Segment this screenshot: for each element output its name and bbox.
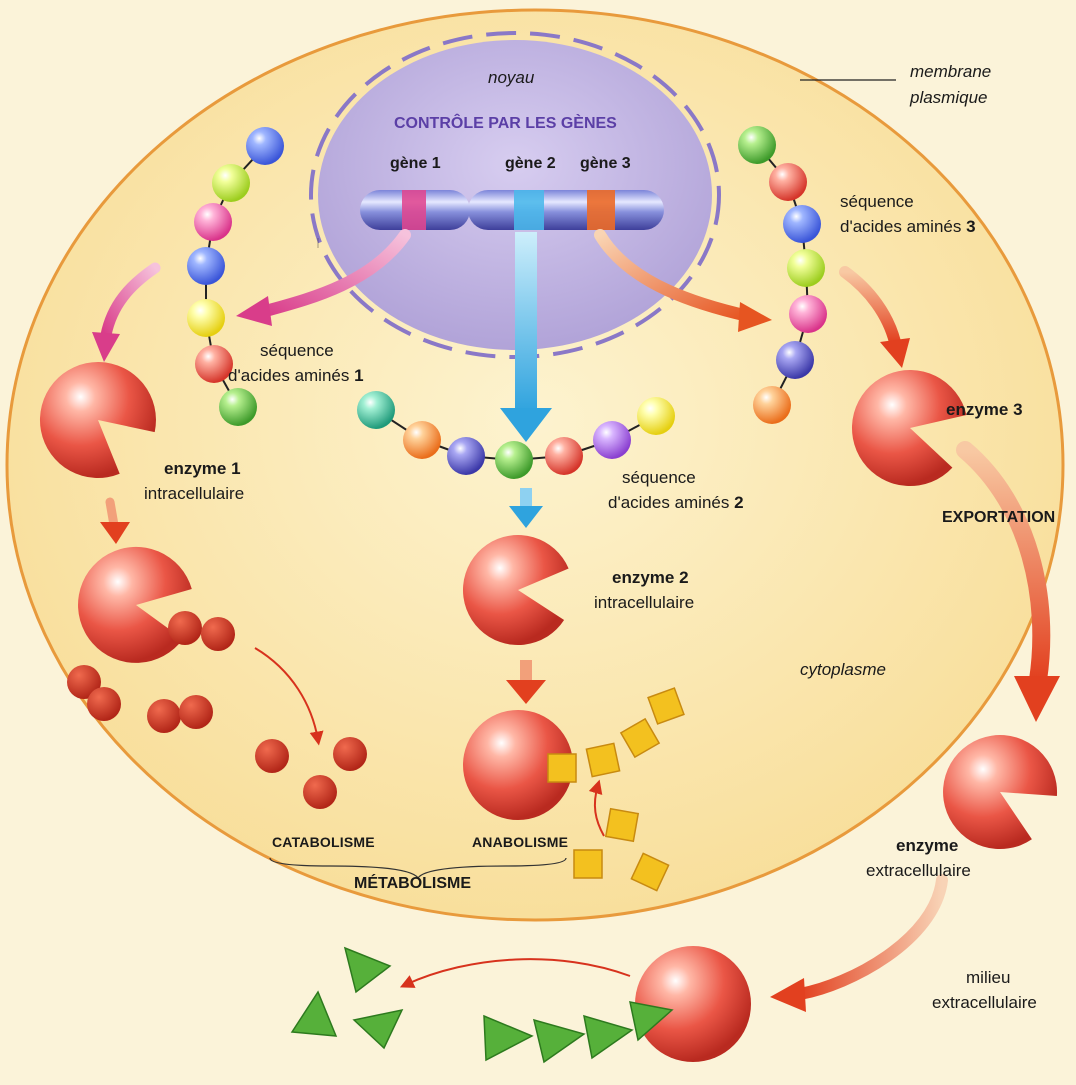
- seq2-number: 2: [734, 493, 744, 512]
- amino-acid-bead: [593, 421, 631, 459]
- enzymes: [39, 362, 1058, 1062]
- amino-acid-bead: [545, 437, 583, 475]
- chain-3: [738, 126, 827, 424]
- extracellular-arrow: [794, 874, 948, 1000]
- enzyme1-type: intracellulaire: [144, 484, 245, 503]
- amino-acid-bead: [357, 391, 395, 429]
- seq3-label-line1: séquence: [840, 192, 914, 211]
- amino-acid-bead: [403, 421, 441, 459]
- amino-acid-bead: [783, 205, 821, 243]
- membrane-label-line1: membrane: [910, 62, 992, 81]
- amino-acid-bead: [789, 295, 827, 333]
- metabolism-brace: [269, 857, 567, 880]
- chromosome: [360, 190, 664, 230]
- enzyme2-down-arrow: [520, 660, 532, 682]
- seq2-to-enzyme2-arrow: [509, 488, 543, 528]
- enzyme2-type: intracellulaire: [594, 593, 695, 612]
- membrane-label-line2: plasmique: [910, 88, 988, 107]
- amino-acid-bead: [495, 441, 533, 479]
- gene-3-arrow: [594, 229, 754, 322]
- enzyme-1: [39, 362, 156, 479]
- catabolism-reaction-arrow: [254, 647, 324, 746]
- nucleus-label: noyau: [488, 68, 535, 87]
- anabolism-substrates: [547, 687, 685, 892]
- enzyme-ext-type: extracellulaire: [866, 861, 971, 880]
- enzyme-2-complex: [463, 710, 573, 820]
- seq2-label-line1: séquence: [622, 468, 696, 487]
- amino-acid-bead: [187, 299, 225, 337]
- amino-acid-bead: [187, 247, 225, 285]
- metabolism-label: MÉTABOLISME: [354, 875, 472, 892]
- catabolism-substrates: [67, 611, 367, 809]
- amino-acid-bead: [212, 164, 250, 202]
- seq3-number: 3: [966, 217, 976, 236]
- chain-2: [357, 391, 675, 479]
- gene-1-label: gène 1: [390, 155, 441, 172]
- enzyme-extracellular: [943, 735, 1058, 850]
- seq1-label-line2: d'acides aminés 1: [228, 366, 364, 385]
- gene-control-title: CONTRÔLE PAR LES GÈNES: [394, 115, 617, 132]
- amino-acid-bead: [769, 163, 807, 201]
- amino-acid-bead: [776, 341, 814, 379]
- gene-3-band: [587, 190, 615, 230]
- enzyme-2: [462, 535, 569, 646]
- amino-acid-bead: [787, 249, 825, 287]
- amino-acid-bead: [753, 386, 791, 424]
- enzyme-3: [851, 370, 967, 487]
- amino-acid-bead: [219, 388, 257, 426]
- extracellular-medium-line2: extracellulaire: [932, 993, 1037, 1012]
- seq1-number: 1: [354, 366, 364, 385]
- extracellular-medium-line1: milieu: [966, 968, 1011, 987]
- catabolism-label: CATABOLISME: [272, 834, 375, 850]
- exportation-arrow: [956, 441, 1051, 689]
- enzyme1-down-arrow: [105, 497, 119, 530]
- exportation-label: EXPORTATION: [942, 509, 1056, 526]
- extracellular-reaction-arrow: [399, 958, 631, 988]
- seq2-label-line2: d'acides aminés 2: [608, 493, 744, 512]
- amino-acid-chains: [187, 126, 827, 479]
- cytoplasm-label: cytoplasme: [800, 660, 886, 679]
- gene-1-arrow: [256, 229, 411, 318]
- amino-acid-bead: [194, 203, 232, 241]
- enzyme2-name: enzyme 2: [612, 568, 689, 587]
- seq3-to-enzyme3-arrow: [839, 266, 901, 348]
- enzyme-extracellular-complex: [635, 946, 751, 1062]
- seq3-label-line2: d'acides aminés 3: [840, 217, 976, 236]
- chain-1: [187, 127, 284, 426]
- extracellular-substrates: [290, 946, 674, 1064]
- amino-acid-bead: [246, 127, 284, 165]
- enzyme-1-complex: [78, 546, 192, 663]
- amino-acid-bead: [738, 126, 776, 164]
- gene-1-band: [402, 190, 426, 230]
- anabolism-reaction-arrow: [588, 779, 605, 837]
- enzyme1-name: enzyme 1: [164, 459, 241, 478]
- seq1-label-line1: séquence: [260, 341, 334, 360]
- amino-acid-bead: [195, 345, 233, 383]
- gene-2-label: gène 2: [505, 155, 556, 172]
- gene-2-band: [514, 190, 544, 230]
- enzyme-ext-name: enzyme: [896, 836, 959, 855]
- seq1-to-enzyme1-arrow: [100, 262, 161, 341]
- amino-acid-bead: [447, 437, 485, 475]
- amino-acid-bead: [637, 397, 675, 435]
- gene-2-arrow: [500, 232, 552, 442]
- anabolism-label: ANABOLISME: [472, 834, 569, 850]
- gene-3-label: gène 3: [580, 155, 631, 172]
- enzyme3-name: enzyme 3: [946, 400, 1023, 419]
